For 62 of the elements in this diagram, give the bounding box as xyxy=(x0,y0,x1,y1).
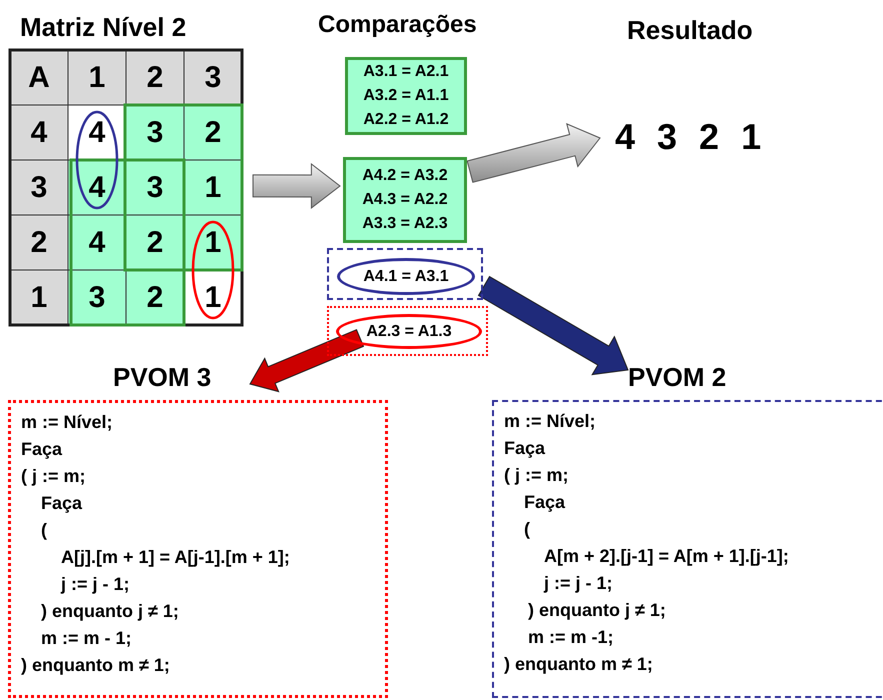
code-line: ) enquanto m ≠ 1; xyxy=(504,653,654,676)
header-cell-text: 2 xyxy=(146,60,164,96)
equation-text: A3.1 = A2.1 xyxy=(363,62,449,82)
code-line: j := j - 1; xyxy=(542,572,614,595)
table-cell-text: 3 xyxy=(88,280,106,316)
code-line: Faça xyxy=(21,438,64,461)
code-line: j := j - 1; xyxy=(60,573,131,596)
column-title: Comparações xyxy=(318,10,477,40)
equation-text: A3.3 = A2.3 xyxy=(362,214,448,234)
table-cell-text: 2 xyxy=(146,280,164,316)
equation-text: A2.2 = A1.2 xyxy=(363,110,449,130)
code-line: m := m -1; xyxy=(527,626,615,649)
code-line: ( xyxy=(40,519,48,542)
code-line: ( xyxy=(523,518,531,541)
table-cell-text: 3 xyxy=(146,114,164,150)
table-cell-text: 4 xyxy=(88,114,106,150)
block-arrow xyxy=(466,123,601,183)
comparison-box xyxy=(343,157,467,243)
code-line: ) enquanto j ≠ 1; xyxy=(40,600,180,623)
block-arrow xyxy=(249,329,364,392)
block-arrow xyxy=(478,276,629,376)
code-line: A[j].[m + 1] = A[j-1].[m + 1]; xyxy=(60,546,291,569)
equation-text: A4.3 = A2.2 xyxy=(362,190,448,210)
code-line: ( j := m; xyxy=(21,465,87,488)
code-line: m := Nível; xyxy=(21,411,114,434)
highlight-frame xyxy=(327,306,488,356)
matrix-title: Matriz Nível 2 xyxy=(20,12,186,42)
table-cell-text: 1 xyxy=(204,170,222,206)
table-cell-text: 4 xyxy=(88,224,106,260)
header-cell-text: 1 xyxy=(88,60,106,96)
header-cell-text: 2 xyxy=(30,224,48,260)
column-title: Resultado xyxy=(627,15,753,45)
table-cell-text: 4 xyxy=(88,170,106,206)
equation-text: A3.2 = A1.1 xyxy=(363,86,449,106)
code-line: m := m - 1; xyxy=(40,627,133,650)
code-line: m := Nível; xyxy=(504,410,597,433)
header-cell-text: 3 xyxy=(30,170,48,206)
code-line: ) enquanto m ≠ 1; xyxy=(21,654,171,677)
comparison-box xyxy=(345,57,467,135)
table-cell-text: 3 xyxy=(146,170,164,206)
table-cell-text: 1 xyxy=(204,280,222,316)
program-title: PVOM 2 xyxy=(628,362,726,392)
header-cell-text: 4 xyxy=(30,114,48,150)
result-text: 4 3 2 1 xyxy=(615,112,790,162)
equation-ellipse: A4.1 = A3.1 xyxy=(337,258,475,295)
header-cell-text: 3 xyxy=(204,60,222,96)
table-cell-text: 2 xyxy=(204,114,222,150)
highlight-frame xyxy=(327,248,483,300)
code-line: Faça xyxy=(523,491,566,514)
program-title: PVOM 3 xyxy=(113,362,212,392)
code-line: Faça xyxy=(40,492,84,515)
block-arrow xyxy=(252,162,341,210)
equation-ellipse: A2.3 = A1.3 xyxy=(336,314,482,349)
code-line: ) enquanto j ≠ 1; xyxy=(527,599,667,622)
code-line: ( j := m; xyxy=(504,464,570,487)
header-cell-text: A xyxy=(27,60,51,96)
table-cell-text: 2 xyxy=(146,224,164,260)
code-line: Faça xyxy=(504,437,546,460)
table-cell-text: 1 xyxy=(204,224,222,260)
header-cell-text: 1 xyxy=(30,280,48,316)
code-line: A[m + 2].[j-1] = A[m + 1].[j-1]; xyxy=(543,545,790,568)
equation-text: A4.2 = A3.2 xyxy=(362,166,448,186)
